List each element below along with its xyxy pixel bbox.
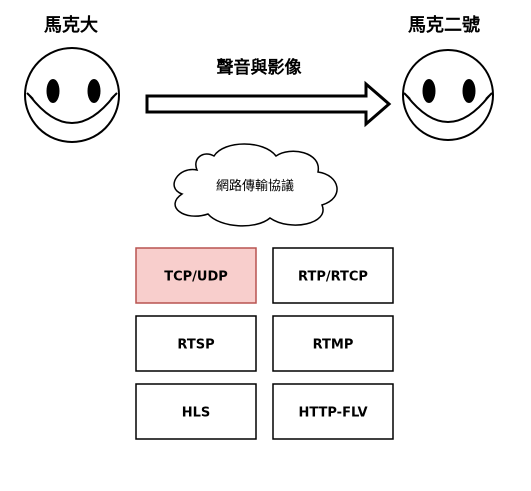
protocol-box: HTTP-FLV xyxy=(272,383,394,440)
protocol-label: HTTP-FLV xyxy=(298,406,367,421)
sender-smiley-icon xyxy=(24,47,120,143)
protocol-box: TCP/UDP xyxy=(135,247,257,304)
transfer-arrow-icon xyxy=(145,80,392,128)
protocol-label: RTSP xyxy=(177,338,214,353)
receiver-name: 馬克二號 xyxy=(408,14,480,36)
protocol-box: RTP/RTCP xyxy=(272,247,394,304)
transfer-label: 聲音與影像 xyxy=(217,57,303,78)
protocol-box-frame xyxy=(135,383,257,440)
protocol-box-frame xyxy=(272,315,394,372)
network-cloud-icon xyxy=(173,143,338,227)
network-label: 網路傳輸協議 xyxy=(216,178,294,194)
protocol-box: RTSP xyxy=(135,315,257,372)
protocol-box-frame xyxy=(135,247,257,304)
protocol-box-frame xyxy=(272,383,394,440)
protocol-box-frame xyxy=(135,315,257,372)
protocol-label: HLS xyxy=(182,406,211,421)
protocol-label: TCP/UDP xyxy=(164,270,228,285)
sender-name: 馬克大 xyxy=(44,14,98,36)
protocol-box: HLS xyxy=(135,383,257,440)
protocol-label: RTMP xyxy=(313,338,354,353)
receiver-smiley-icon xyxy=(402,49,494,141)
protocol-grid: TCP/UDP RTP/RTCP RTSP RTMP HLS HTTP-FLV xyxy=(135,247,394,440)
protocol-label: RTP/RTCP xyxy=(298,270,368,285)
protocol-box-frame xyxy=(272,247,394,304)
protocol-box: RTMP xyxy=(272,315,394,372)
